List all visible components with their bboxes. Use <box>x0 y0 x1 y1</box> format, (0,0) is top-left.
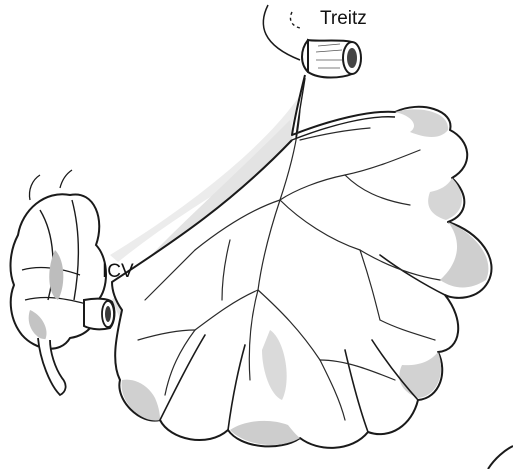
treitz-segment <box>302 40 361 78</box>
icv-segment <box>84 299 114 330</box>
treitz-label: Treitz <box>320 9 367 28</box>
retroperitoneal-curve <box>263 5 300 60</box>
peritoneal-dashes <box>290 12 300 28</box>
adjacent-structure-edge <box>488 446 513 469</box>
icv-label: ICV <box>102 262 134 281</box>
